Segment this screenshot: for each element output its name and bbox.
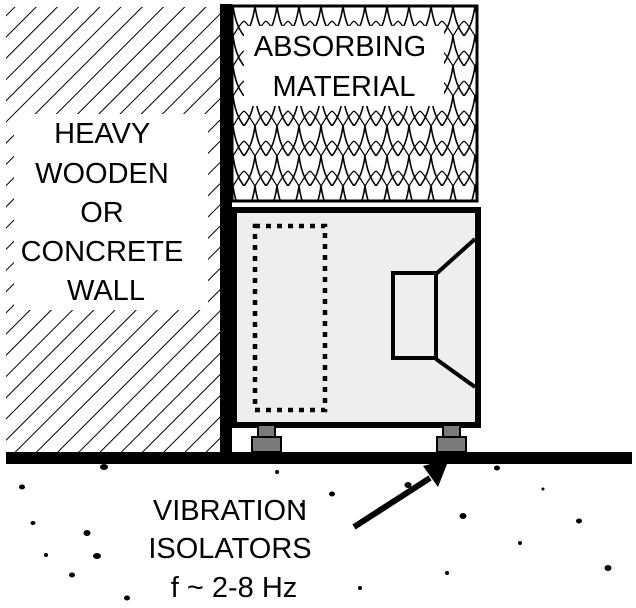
vibration-isolator-left (251, 424, 282, 453)
isolator-base (251, 436, 282, 453)
absorber-label-line: MATERIAL (273, 71, 416, 103)
wall-label-background (14, 114, 208, 310)
wall-label-line: HEAVY (54, 118, 150, 150)
isolator-label-line: f ~ 2-8 Hz (171, 572, 298, 604)
isolator-label: VIBRATION ISOLATORS f ~ 2-8 Hz (148, 495, 319, 604)
wall-label-line: CONCRETE (21, 236, 184, 268)
arrow-shaft (352, 475, 432, 530)
speaker-cabinet (231, 207, 481, 428)
absorber-outline (230, 4, 479, 203)
isolator-base (436, 436, 467, 453)
absorber-label-background (244, 26, 444, 106)
cabinet-box (231, 207, 481, 428)
absorbing-material (230, 4, 479, 203)
isolator-label-line: VIBRATION (153, 495, 307, 527)
wall-label-line: OR (80, 197, 124, 229)
wall-label-line: WOODEN (35, 158, 169, 190)
wall-label-line: WALL (67, 275, 145, 307)
floor-line (6, 452, 632, 464)
wall-face (220, 4, 232, 460)
wall (6, 4, 232, 460)
absorber-label: ABSORBING MATERIAL (254, 31, 435, 103)
arrow-head (423, 459, 449, 487)
vibration-isolator-right (436, 424, 467, 453)
speaker-magnet (391, 271, 438, 360)
floor-speckles (19, 464, 612, 601)
isolator-pointer-arrow (352, 459, 449, 530)
wall-label: HEAVY WOODEN OR CONCRETE WALL (21, 118, 192, 307)
speaker-cone (434, 237, 477, 389)
isolator-label-line: ISOLATORS (148, 533, 311, 565)
internal-port-outline (252, 223, 328, 413)
absorber-label-line: ABSORBING (254, 31, 426, 63)
